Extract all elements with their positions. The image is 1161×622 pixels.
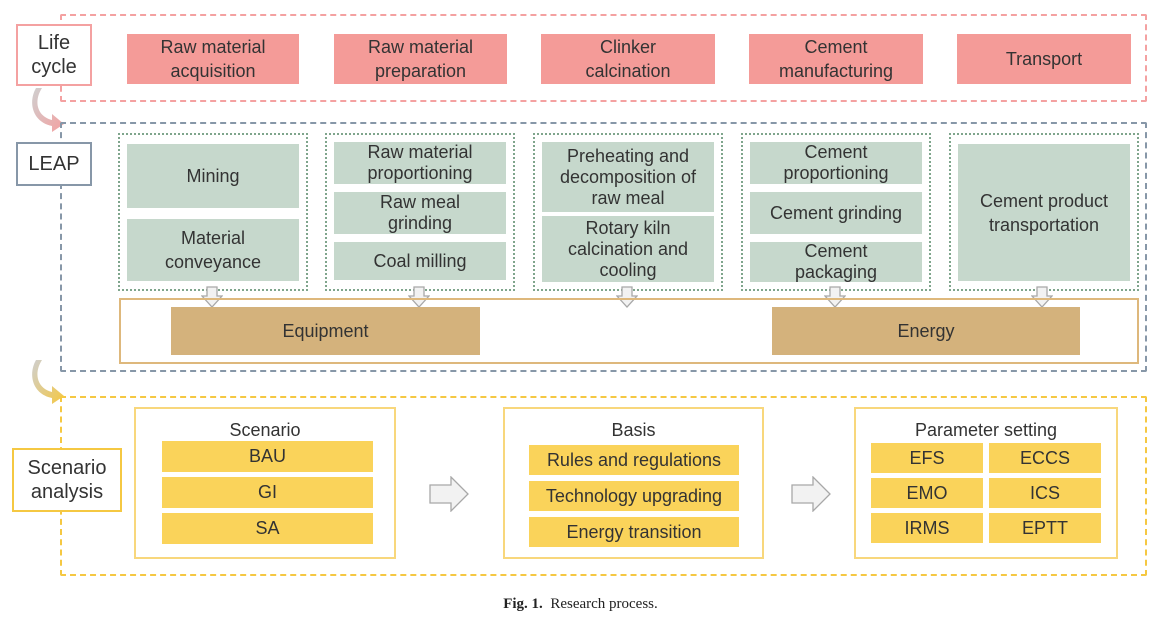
stage-raw-material-acquisition: Raw material acquisition (127, 34, 299, 84)
down-arrow-icon (408, 286, 430, 308)
basis-item-rules: Rules and regulations (529, 445, 739, 475)
equipment-energy-frame (119, 298, 1139, 364)
process-mining: Mining (127, 144, 299, 208)
scenario-title: Scenario (229, 419, 301, 440)
parameter-efs: EFS (871, 443, 983, 473)
parameter-emo: EMO (871, 478, 983, 508)
leap-label: LEAP (16, 142, 92, 186)
figure-caption-prefix: Fig. 1. (503, 595, 543, 612)
curved-arrow-icon (32, 360, 64, 404)
basis-title: Basis (611, 419, 656, 440)
basis-item-energy: Energy transition (529, 517, 739, 547)
down-arrow-icon (201, 286, 223, 308)
process-raw-meal-grinding: Raw meal grinding (334, 192, 506, 234)
process-cement-packaging: Cement packaging (750, 241, 922, 282)
process-cement-product-transportation: Cement product transportation (958, 144, 1130, 281)
parameter-group (854, 407, 1118, 559)
stage-raw-material-preparation: Raw material preparation (334, 34, 507, 84)
scenario-item-gi: GI (162, 477, 373, 508)
figure-caption: Fig. 1. Research process. (0, 593, 1161, 615)
right-arrow-icon (791, 476, 831, 512)
process-cement-proportioning: Cement proportioning (750, 142, 922, 184)
parameter-ics: ICS (989, 478, 1101, 508)
process-rotary-kiln: Rotary kiln calcination and cooling (542, 216, 714, 282)
process-preheating-decomposition: Preheating and decomposition of raw meal (542, 142, 714, 212)
basis-item-technology: Technology upgrading (529, 481, 739, 511)
down-arrow-icon (616, 286, 638, 308)
parameter-title: Parameter setting (914, 419, 1058, 440)
process-cement-grinding: Cement grinding (750, 192, 922, 234)
process-material-conveyance: Material conveyance (127, 219, 299, 281)
equipment-box: Equipment (171, 307, 480, 355)
scenario-item-sa: SA (162, 513, 373, 544)
life-cycle-label: Life cycle (16, 24, 92, 86)
stage-clinker-calcination: Clinker calcination (541, 34, 715, 84)
stage-transport: Transport (957, 34, 1131, 84)
parameter-irms: IRMS (871, 513, 983, 543)
curved-arrow-icon (32, 88, 64, 132)
basis-group (503, 407, 764, 559)
leap-band (60, 122, 1147, 372)
scenario-analysis-label: Scenario analysis (12, 448, 122, 512)
process-coal-milling: Coal milling (334, 242, 506, 280)
down-arrow-icon (824, 286, 846, 308)
parameter-eccs: ECCS (989, 443, 1101, 473)
stage-cement-manufacturing: Cement manufacturing (749, 34, 923, 84)
figure-caption-text: Research process. (550, 595, 658, 612)
parameter-eptt: EPTT (989, 513, 1101, 543)
down-arrow-icon (1031, 286, 1053, 308)
process-raw-material-proportioning: Raw material proportioning (334, 142, 506, 184)
scenario-item-bau: BAU (162, 441, 373, 472)
right-arrow-icon (429, 476, 469, 512)
scenario-group (134, 407, 396, 559)
energy-box: Energy (772, 307, 1080, 355)
